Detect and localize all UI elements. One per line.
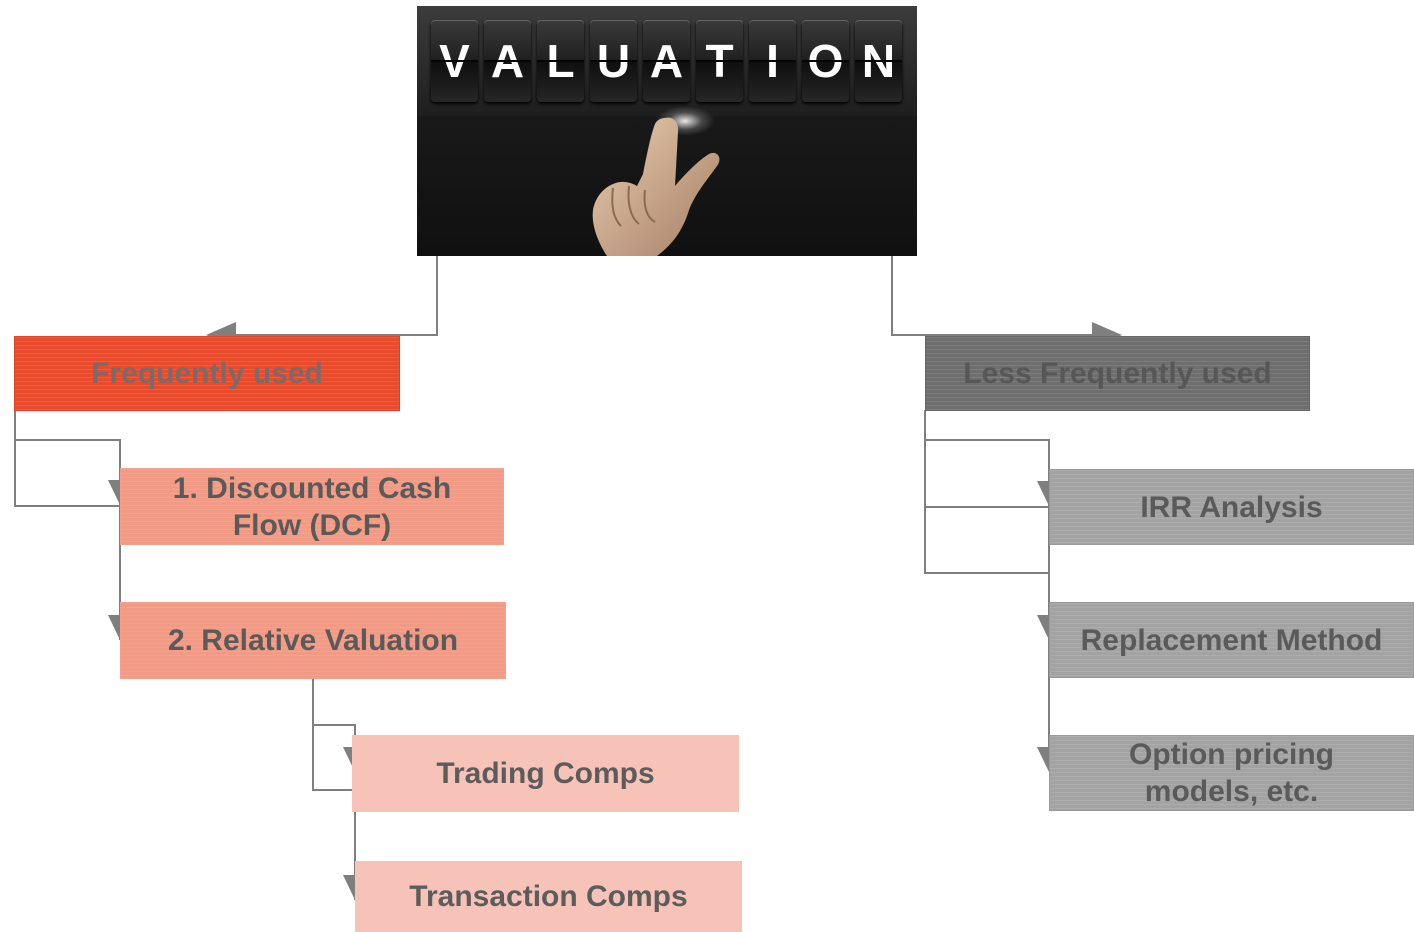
less-frequently-used-category: Less Frequently used — [925, 336, 1310, 411]
transaction-comps-box: Transaction Comps — [355, 861, 742, 932]
connector-hero-to-less — [891, 256, 1118, 336]
flip-tile: U — [590, 20, 637, 102]
relative-valuation-box: 2. Relative Valuation — [120, 602, 506, 679]
replacement-method-box: Replacement Method — [1049, 602, 1414, 678]
trading-comps-box: Trading Comps — [352, 735, 739, 812]
flip-tile: V — [431, 20, 478, 102]
flip-tile: L — [537, 20, 584, 102]
flip-tile: O — [802, 20, 849, 102]
option-pricing-label: Option pricing models, etc. — [1129, 738, 1334, 808]
flip-tile: A — [484, 20, 531, 102]
flip-tile: I — [749, 20, 796, 102]
flip-tile: N — [855, 20, 902, 102]
dcf-method-box: 1. Discounted Cash Flow (DCF) — [120, 468, 504, 545]
irr-analysis-label: IRR Analysis — [1140, 490, 1323, 524]
connector-hero-to-frequent — [210, 256, 438, 336]
trading-comps-label: Trading Comps — [436, 757, 655, 790]
connector-less-to-irr — [924, 410, 1050, 574]
dcf-method-label: 1. Discounted Cash Flow (DCF) — [172, 471, 452, 542]
replacement-method-label: Replacement Method — [1080, 623, 1383, 657]
flip-tile: T — [696, 20, 743, 102]
less-frequently-used-label: Less Frequently used — [963, 357, 1272, 390]
flip-tile: A — [643, 20, 690, 102]
relative-valuation-label: 2. Relative Valuation — [167, 624, 459, 657]
flip-board-tiles: V A L U A T I O N — [431, 20, 902, 102]
connector-frequent-to-dcf — [14, 410, 121, 507]
valuation-hero-image: V A L U A T I O N — [417, 6, 917, 256]
connector-relative-to-trading — [312, 678, 356, 791]
irr-analysis-box: IRR Analysis — [1049, 469, 1414, 545]
pointing-finger-icon — [592, 117, 720, 256]
option-pricing-box: Option pricing models, etc. — [1049, 735, 1414, 811]
transaction-comps-label: Transaction Comps — [409, 880, 688, 913]
frequently-used-label: Frequently used — [91, 357, 323, 390]
frequently-used-category: Frequently used — [14, 336, 400, 411]
